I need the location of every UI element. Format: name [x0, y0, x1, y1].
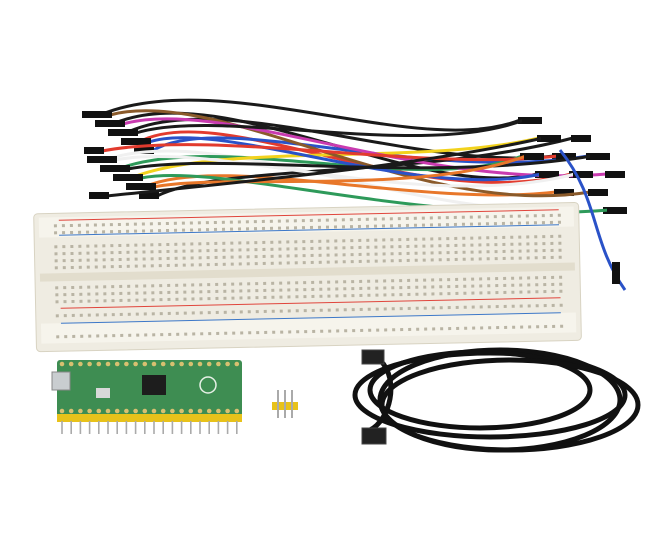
wire-connector [105, 120, 125, 127]
wire-connector [539, 171, 559, 178]
wire-connector [541, 135, 561, 142]
wire-connector [89, 192, 109, 199]
wire-connector [134, 147, 154, 154]
breadboard-holes [53, 213, 564, 339]
wire-connector [84, 147, 104, 154]
jumper-wire [147, 136, 543, 182]
jumper-wire [98, 98, 522, 132]
wire-connector [524, 153, 544, 160]
micro-usb-port [51, 371, 71, 391]
wire-connector [588, 189, 608, 196]
wire-connector [571, 135, 591, 142]
wire-connector [590, 153, 610, 160]
wire-connector [136, 183, 156, 190]
jumper-wire [137, 130, 573, 184]
pin-header [272, 390, 298, 418]
wire-connector [605, 171, 625, 178]
wire-connector [123, 174, 143, 181]
power-rail-bottom [40, 312, 577, 344]
jumper-wire [129, 136, 541, 180]
jumper-wire [142, 174, 558, 197]
jumper-wire [113, 155, 577, 188]
wire-connector [139, 192, 159, 199]
raspberry-logo [199, 376, 217, 394]
rp2040-chip [142, 375, 166, 395]
wire-connector [118, 129, 138, 136]
jumper-wire [152, 154, 528, 189]
jumper-wire [126, 154, 594, 171]
jumper-wire [134, 118, 526, 138]
jumper-wire-bundle [82, 98, 627, 291]
wire-connector [92, 111, 112, 118]
wire-connector [612, 262, 620, 284]
pico-pins [59, 361, 240, 434]
jumper-wire [105, 136, 545, 198]
wire-connector [573, 171, 593, 178]
rail-line-red [58, 209, 559, 221]
wire-connector [97, 156, 117, 163]
wire-connector [554, 189, 574, 196]
micro-usb-plug [361, 349, 385, 365]
jumper-wire [155, 136, 575, 198]
power-rail-top [38, 206, 575, 238]
jumper-wire [100, 143, 560, 162]
wire-connector [522, 117, 542, 124]
jumper-wire [150, 136, 590, 164]
wire-connector [607, 207, 627, 214]
raspberry-pi-pico [51, 360, 242, 434]
rail-line-blue [59, 224, 560, 236]
center-channel [39, 262, 575, 282]
wire-connector [110, 165, 130, 172]
usb-cable [352, 347, 641, 453]
breadboard [33, 201, 582, 353]
wire-connector [131, 138, 151, 145]
usb-a-plug [361, 427, 387, 445]
bootsel-button [96, 388, 110, 398]
